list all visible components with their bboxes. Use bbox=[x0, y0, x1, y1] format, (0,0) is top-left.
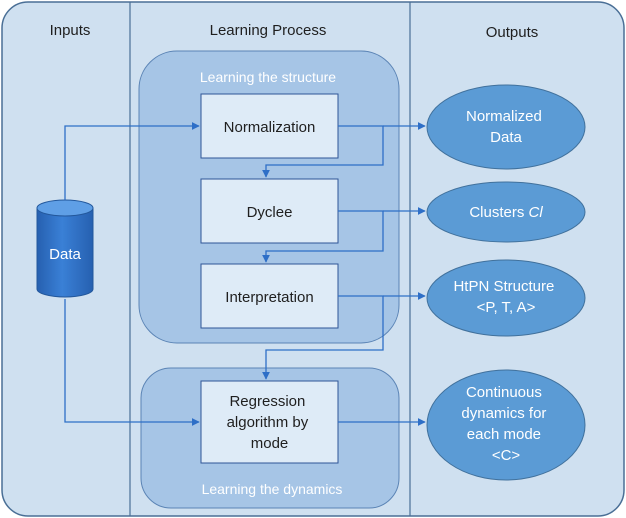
continuous-dynamics-ellipse bbox=[426, 369, 586, 481]
htpn-structure-label-line: HtPN Structure bbox=[453, 278, 554, 295]
normalized-data-label-line: Data bbox=[490, 129, 522, 146]
clusters-label-prefix: Clusters bbox=[469, 204, 528, 221]
data-store-label: Data bbox=[49, 246, 81, 263]
interpretation-to-regression-arrow bbox=[262, 295, 384, 380]
normalization-label: Normalization bbox=[224, 119, 316, 136]
structure-group-label: Learning the structure bbox=[200, 69, 336, 85]
data-store-cylinder: Data bbox=[36, 199, 94, 298]
regression-label-line: Regression bbox=[229, 393, 305, 410]
normalization-to-dyclee-arrow bbox=[262, 125, 384, 178]
continuous-dynamics-label-line: <C> bbox=[492, 447, 521, 464]
htpn-structure-ellipse bbox=[426, 259, 586, 337]
continuous-dynamics-label-line: Continuous bbox=[466, 384, 542, 401]
regression-box bbox=[200, 380, 339, 464]
regression-label: Regression algorithm by mode bbox=[227, 393, 313, 452]
htpn-structure-label: HtPN Structure <P, T, A> bbox=[453, 278, 558, 316]
regression-label-line: algorithm by bbox=[227, 414, 309, 431]
dyclee-box bbox=[200, 178, 339, 244]
outputs-header: Outputs bbox=[486, 24, 539, 41]
interpretation-label: Interpretation bbox=[225, 289, 313, 306]
dyclee-label: Dyclee bbox=[247, 204, 293, 221]
normalized-data-label: Normalized Data bbox=[466, 108, 546, 146]
clusters-ellipse bbox=[426, 181, 586, 243]
htpn-structure-label-line: <P, T, A> bbox=[477, 299, 536, 316]
normalized-data-ellipse bbox=[426, 84, 586, 170]
dynamics-group-label: Learning the dynamics bbox=[202, 481, 343, 497]
process-header: Learning Process bbox=[210, 22, 327, 39]
normalization-box bbox=[200, 93, 339, 159]
normalized-data-label-line: Normalized bbox=[466, 108, 542, 125]
dyclee-to-interpretation-arrow bbox=[262, 210, 384, 263]
continuous-dynamics-label: Continuous dynamics for each mode <C> bbox=[461, 384, 550, 464]
clusters-symbol: Cl bbox=[529, 204, 544, 221]
continuous-dynamics-label-line: each mode bbox=[467, 426, 541, 443]
inputs-header: Inputs bbox=[50, 22, 91, 39]
continuous-dynamics-label-line: dynamics for bbox=[461, 405, 546, 422]
regression-label-line: mode bbox=[251, 435, 289, 452]
clusters-label: Clusters Cl bbox=[469, 204, 543, 221]
data-to-regression-arrow bbox=[64, 299, 200, 426]
interpretation-box bbox=[200, 263, 339, 329]
data-to-normalization-arrow bbox=[64, 122, 200, 200]
